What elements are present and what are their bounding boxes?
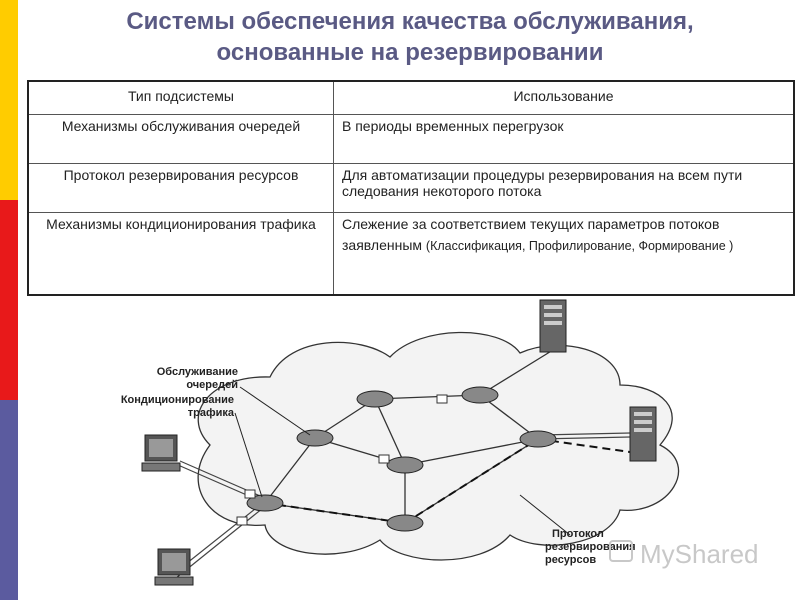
label-rsvp-line3: ресурсов [545,554,596,566]
label-cond-line2: трафика [188,407,235,419]
side-bar-red [0,200,18,400]
table-cell-type: Протокол резервирования ресурсов [27,163,334,213]
slide-title-line1: Системы обеспечения качества обслуживани… [126,8,694,35]
label-rsvp-line2: резервирования [545,541,636,553]
slide-title: Системы обеспечения качества обслуживани… [40,6,780,68]
side-color-bar [0,0,18,600]
table-row: Механизмы обслуживания очередей В период… [27,114,795,164]
qos-table: Тип подсистемы Использование Механизмы о… [27,80,795,296]
table-header-row: Тип подсистемы Использование [27,80,795,115]
server-icon [629,406,657,462]
watermark-text: MyShared [640,539,759,569]
table-header-usage: Использование [333,80,795,115]
label-queue-line1: Обслуживание [157,366,238,378]
network-cloud [197,331,680,561]
table-cell-usage: В периоды временных перегрузок [333,114,795,164]
myshared-logo: MyShared [609,539,759,569]
table-cell-type: Механизмы кондиционирования трафика [27,212,334,295]
table-cell-usage-text: Слежение за соответствием текущих параме… [342,216,720,253]
table-row: Механизмы кондиционирования трафика Слеж… [27,212,795,295]
network-diagram: Обслуживание очередей Кондиционирование … [121,299,759,586]
table-row: Протокол резервирования ресурсов Для авт… [27,163,795,213]
table-cell-usage-extra: (Классификация, Профилирование, Формиров… [425,239,734,253]
table-header-type: Тип подсистемы [27,80,334,115]
table-cell-type: Механизмы обслуживания очередей [27,114,334,164]
label-queue-line2: очередей [186,379,238,391]
label-leaders [234,386,571,536]
computer-icon [141,434,181,472]
conditioner-icons [236,394,448,526]
side-bar-blue [0,400,18,600]
table-cell-usage: Для автоматизации процедуры резервирован… [333,163,795,213]
router-icons [246,386,557,532]
computer-icon [154,548,194,586]
label-cond-line1: Кондиционирование [121,394,234,406]
server-icon [539,299,567,353]
table-cell-usage: Слежение за соответствием текущих параме… [333,212,795,295]
label-rsvp-line1: Протокол [552,528,604,540]
side-bar-yellow [0,0,18,200]
slide-title-line2: основанные на резервировании [216,39,604,66]
